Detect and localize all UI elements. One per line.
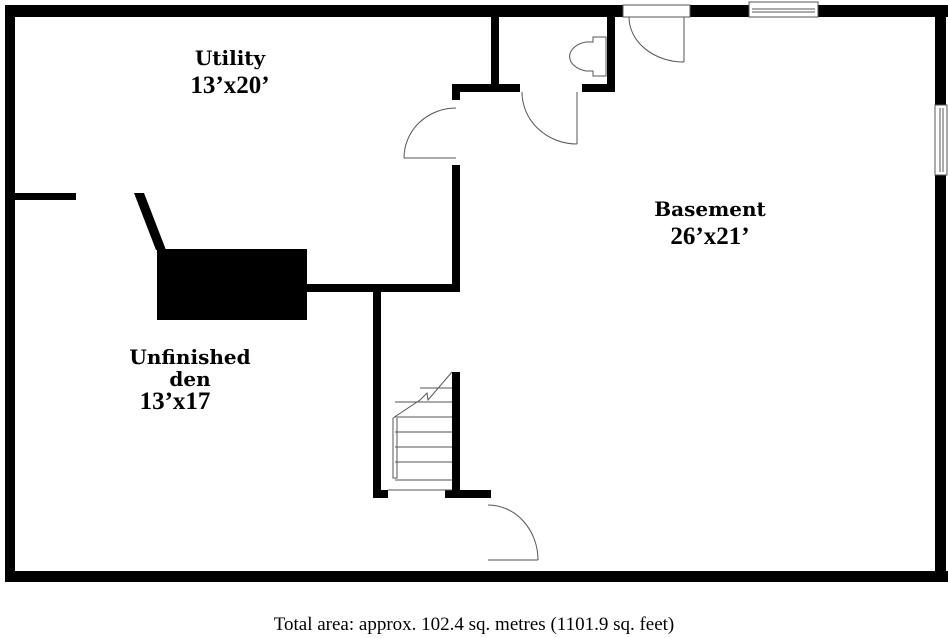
door-exterior-top xyxy=(628,16,685,63)
room-basement: Basement 26’x21’ xyxy=(630,197,790,251)
wall-wc-bottom-right xyxy=(582,84,614,92)
room-name: Basement xyxy=(654,197,766,221)
wall-left xyxy=(5,5,15,582)
wall-utility-bottom xyxy=(305,284,460,292)
room-dimensions: 13’x17 xyxy=(139,388,211,415)
door-basement-bottom xyxy=(487,504,539,561)
wall-right-lower xyxy=(935,175,946,582)
wall-den-stub xyxy=(373,490,388,498)
wall-top-left xyxy=(5,5,623,17)
wall-bottom xyxy=(5,571,948,582)
door-frame xyxy=(622,4,691,18)
toilet-icon xyxy=(569,36,607,77)
room-name: Unfinished den xyxy=(129,345,251,391)
room-utility: Utility 13’x20’ xyxy=(170,46,290,100)
wall-utility-lower xyxy=(452,165,460,292)
wall-wc-right xyxy=(607,17,615,92)
wall-left-stub xyxy=(14,193,76,200)
door-utility xyxy=(403,107,457,159)
chimney-block xyxy=(157,249,307,320)
wall-diagonal xyxy=(134,193,166,250)
room-unfinished-den: Unfinished den 13’x17 xyxy=(110,346,270,416)
room-dimensions: 13’x20’ xyxy=(190,72,270,99)
stairs xyxy=(388,371,453,491)
wall-stair-right xyxy=(452,372,460,498)
wall-right-upper xyxy=(935,5,946,105)
wall-den xyxy=(373,292,381,498)
fixtures xyxy=(388,1,948,561)
door-wc xyxy=(521,91,578,145)
total-area: Total area: approx. 102.4 sq. metres (11… xyxy=(273,614,675,635)
wall-top-right xyxy=(690,5,948,17)
wall-utility-upper xyxy=(452,84,460,100)
wall-wc-bottom-left xyxy=(452,84,520,92)
window-right xyxy=(934,104,948,176)
room-dimensions: 26’x21’ xyxy=(670,223,750,250)
wall-stair-bottom xyxy=(445,490,491,498)
room-name: Utility xyxy=(194,46,266,70)
walls xyxy=(5,5,948,582)
wall-utility-wc xyxy=(491,17,499,92)
